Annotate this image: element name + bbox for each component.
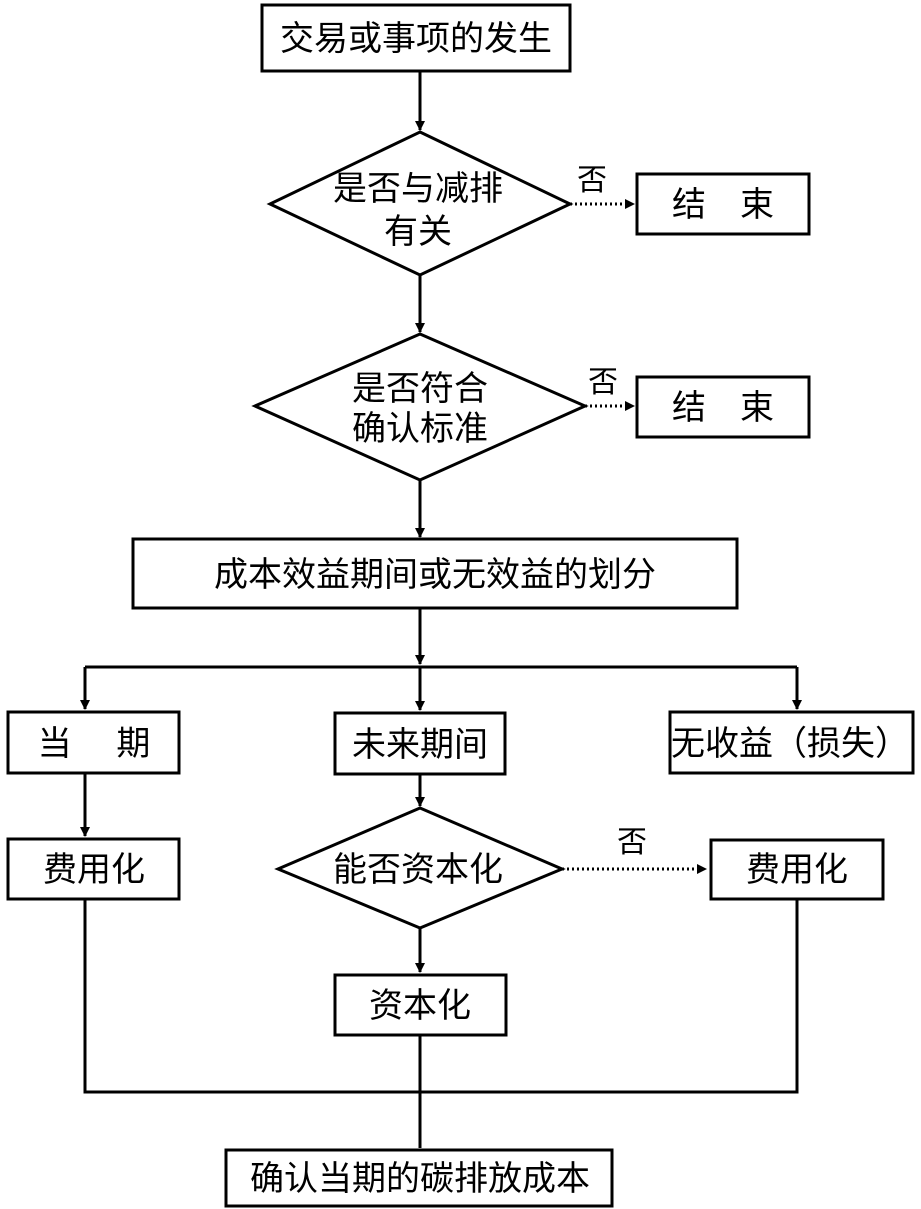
classify-box	[131, 537, 739, 610]
final-box	[224, 1148, 614, 1208]
expense-right-box	[709, 838, 885, 901]
end-label-1: 结 束	[672, 185, 774, 225]
no-label-1: 否	[577, 163, 607, 198]
decision-criteria-diamond	[251, 332, 589, 482]
expense-left-box	[6, 837, 181, 901]
end-label-2: 结 束	[672, 388, 774, 428]
decision-capitalize-diamond	[274, 806, 566, 930]
end-box-1	[635, 172, 811, 236]
current-period-box	[6, 710, 181, 775]
merge-lines	[83, 900, 799, 1094]
decision-criteria-line2: 确认标准	[352, 409, 488, 449]
expense-left-label: 费用化	[43, 850, 145, 890]
no-benefit-box	[668, 710, 915, 775]
decision-related-diamond	[266, 130, 574, 277]
no-label-3: 否	[617, 825, 647, 860]
decision-related-line1: 是否与减排	[333, 169, 503, 209]
no-benefit-label: 无收益（损失）	[671, 724, 909, 764]
decision-capitalize-label: 能否资本化	[333, 850, 503, 890]
no-label-2: 否	[588, 365, 618, 400]
decision-related-line2: 有关	[384, 212, 452, 252]
capitalize-label: 资本化	[369, 986, 471, 1026]
start-label: 交易或事项的发生	[280, 19, 552, 59]
classify-label: 成本效益期间或无效益的划分	[214, 555, 656, 595]
future-period-label: 未来期间	[352, 725, 488, 765]
start-box	[260, 3, 572, 73]
final-label: 确认当期的碳排放成本	[250, 1159, 590, 1199]
expense-right-label: 费用化	[746, 850, 848, 890]
future-period-box	[333, 711, 507, 776]
end-box-2	[635, 375, 811, 439]
current-period-label: 当 期	[38, 724, 151, 764]
decision-criteria-line1: 是否符合	[352, 369, 488, 409]
capitalize-box	[333, 973, 508, 1037]
